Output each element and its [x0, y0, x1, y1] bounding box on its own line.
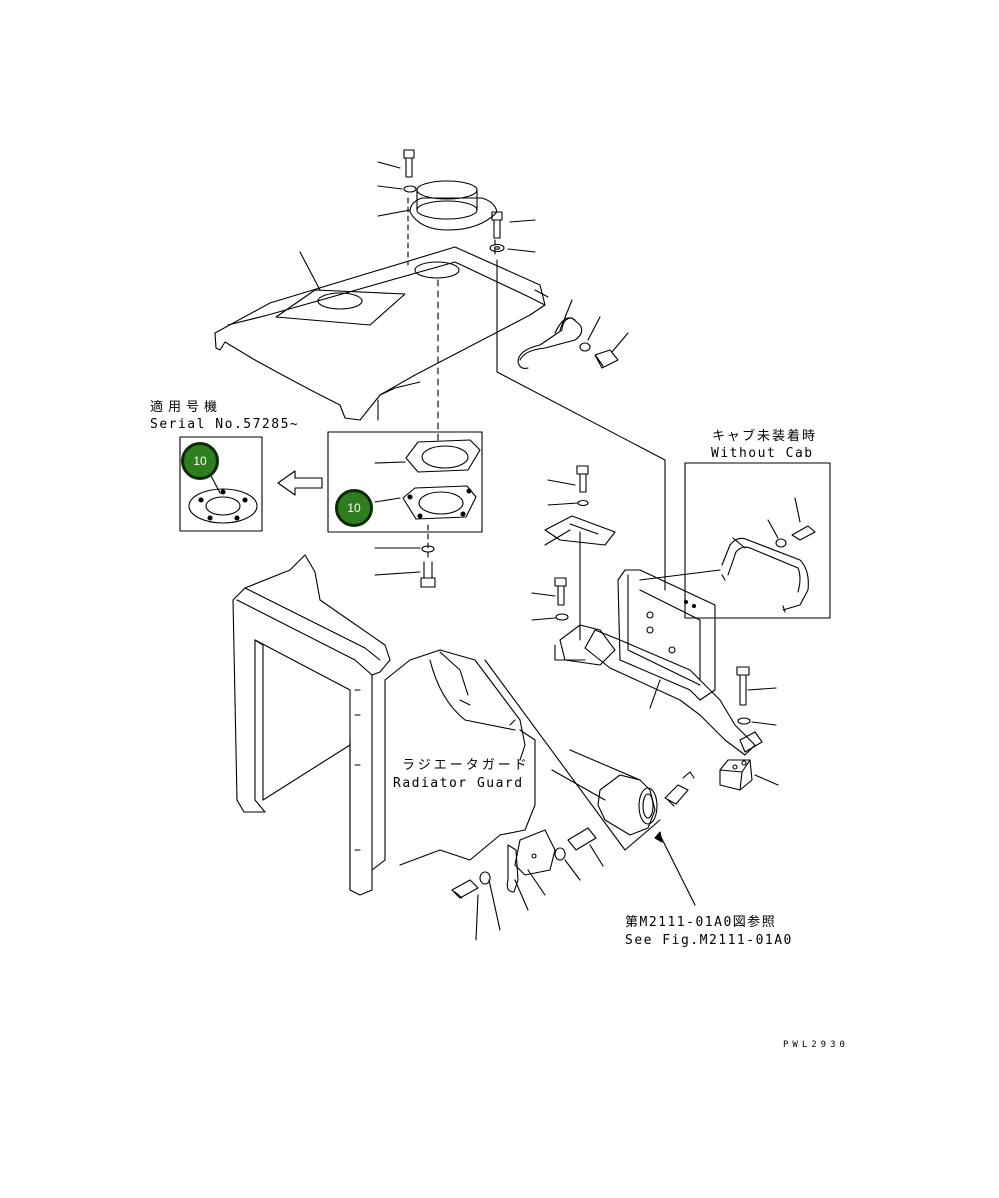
mount-bolt [649, 666, 779, 786]
callout-badge-gasket[interactable]: 10 [335, 489, 373, 527]
gasket-inset-box [327, 431, 483, 533]
air-duct-tube [551, 749, 695, 836]
hood-handle [517, 317, 619, 369]
arrow-left-icon [277, 470, 323, 496]
radiator-guard-label-en: Radiator Guard [393, 776, 524, 791]
radiator-guard-frame [232, 554, 536, 896]
support-bracket [554, 569, 756, 756]
bracket-bolt-top [544, 465, 589, 546]
serial-label-jp: 適用号機 [150, 400, 223, 415]
clamp-bracket [451, 827, 604, 941]
plate-bracket [544, 515, 616, 641]
see-figure-label-jp: 第M2111-01A0図参照 [625, 915, 777, 930]
without-cab-inset-box [639, 462, 831, 619]
mount-rubber [719, 759, 753, 791]
serial-label-en: Serial No.57285~ [150, 417, 300, 432]
callout-badge-serial[interactable]: 10 [181, 442, 219, 480]
drawing-code: PWL2930 [783, 1040, 849, 1050]
mid-bolt [374, 545, 436, 588]
top-bolt-left [403, 149, 417, 193]
hood-cover-panel [214, 246, 549, 421]
without-cab-label-en: Without Cab [711, 446, 814, 461]
radiator-guard-label-jp: ラジエータガード [402, 758, 530, 773]
top-bolt-right [489, 211, 505, 253]
bracket-bolt-mid [531, 577, 569, 621]
see-figure-label-en: See Fig.M2111-01A0 [625, 933, 793, 948]
duct-flange [409, 180, 498, 231]
without-cab-label-jp: キャブ未装着時 [712, 429, 818, 444]
